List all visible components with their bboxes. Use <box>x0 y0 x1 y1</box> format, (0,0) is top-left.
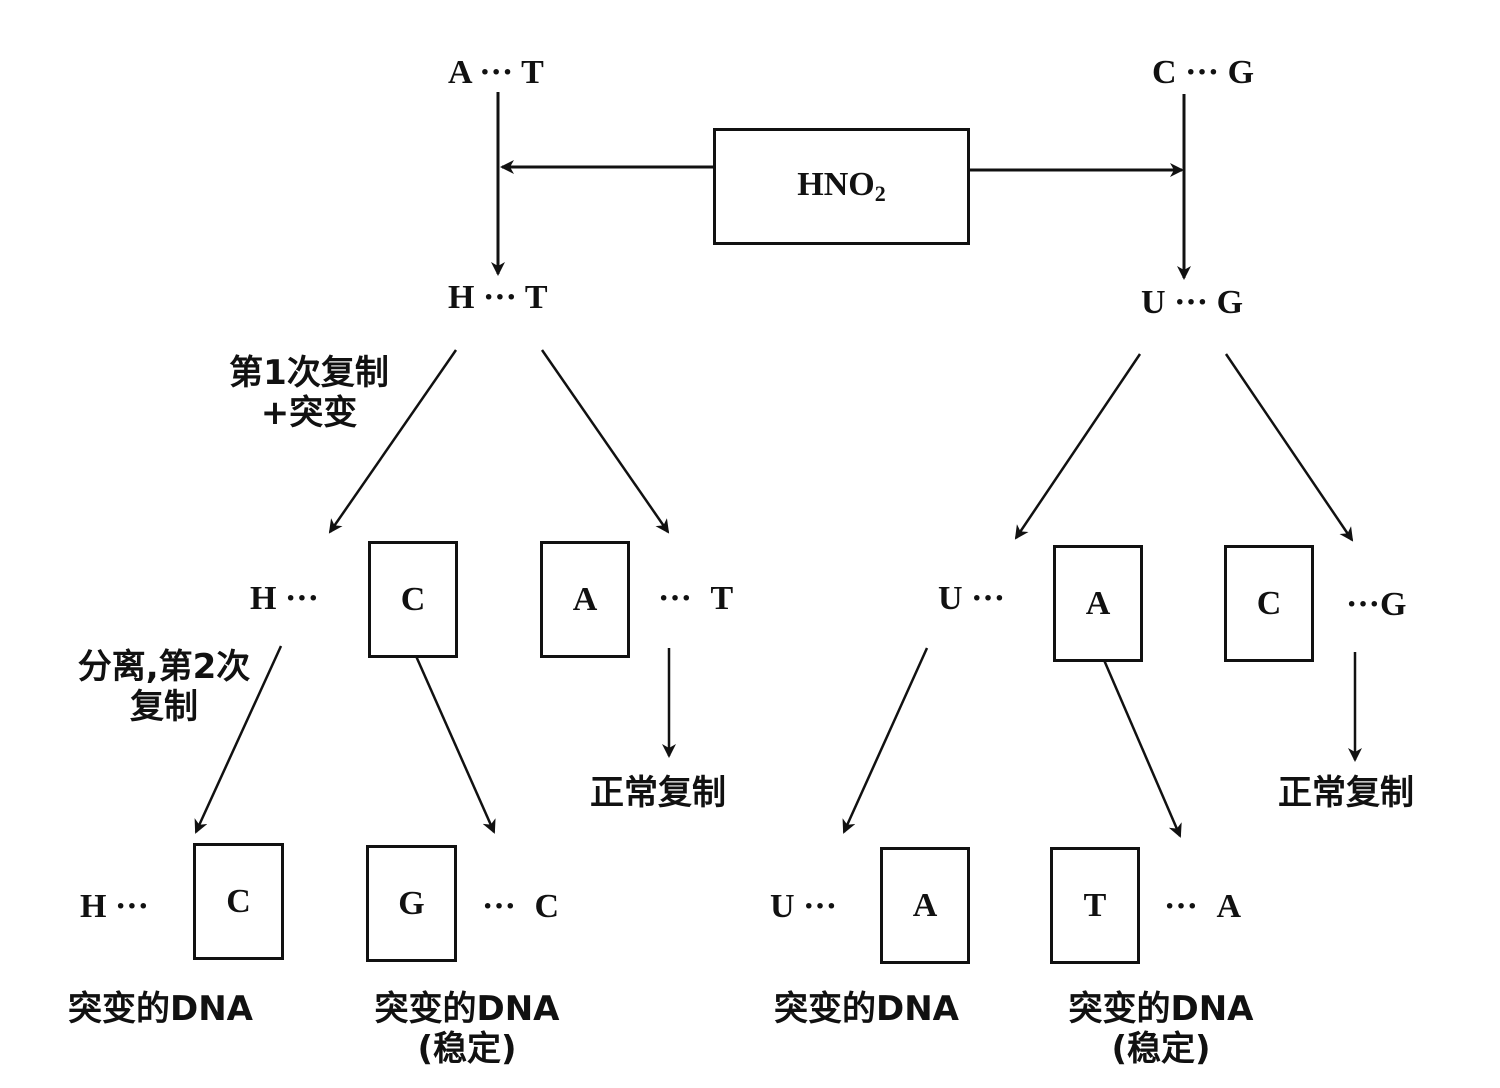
arrow-ht-to-hc <box>328 349 458 534</box>
normal-replication-label-right: 正常复制 <box>1278 773 1414 813</box>
base-h: H <box>448 279 475 316</box>
base-c: C <box>1152 54 1177 91</box>
gen1-right-normal-fixed: ···G <box>1346 588 1406 622</box>
hydrogen-bond-dots: ··· <box>1174 284 1209 321</box>
base-g: G <box>398 884 425 922</box>
arrow-ua-to-ua <box>842 647 929 834</box>
gen2-right1-fixed: U ··· <box>770 890 837 924</box>
annotation-line: 复制 <box>130 687 198 727</box>
hydrogen-bond-dots: ··· <box>114 888 149 925</box>
mutated-dna-label: 突变的DNA <box>1068 989 1254 1029</box>
base-t: T <box>1083 886 1107 924</box>
base-u: U <box>770 888 795 925</box>
normal-replication-label-left: 正常复制 <box>590 773 726 813</box>
annotation-line: 分离,第2次 <box>77 647 251 687</box>
mutated-dna-stable-label: 突变的DNA (稳定) <box>1056 992 1266 1066</box>
arrow-ua-to-ta <box>1102 659 1182 838</box>
hydrogen-bond-dots: ··· <box>1185 54 1220 91</box>
mutated-dna-label: 突变的DNA <box>68 989 253 1029</box>
hno2-label: HNO2 <box>797 166 886 206</box>
base-g: G <box>1216 284 1244 321</box>
base-c: C <box>534 888 560 925</box>
base-t: T <box>710 580 734 617</box>
gen2-left1-fixed: H ··· <box>80 890 149 924</box>
stable-note: (稳定) <box>417 1029 517 1069</box>
hydrogen-bond-dots: ··· <box>1346 586 1381 623</box>
base-pair-ug: U ··· G <box>1141 286 1243 320</box>
base-pair-cg: C ··· G <box>1152 56 1254 90</box>
base-u: U <box>1141 284 1166 321</box>
second-replication-annotation: 分离,第2次 复制 <box>66 650 262 724</box>
hydrogen-bond-dots: ··· <box>482 888 517 925</box>
arrow-ug-to-cg <box>1224 353 1354 542</box>
hno2-reagent-box: HNO2 <box>713 128 970 245</box>
hydrogen-bond-dots: ··· <box>971 580 1006 617</box>
gen2-right1-box: A <box>880 847 970 964</box>
gen2-right2-box: T <box>1050 847 1140 964</box>
gen2-left1-box: C <box>193 843 284 960</box>
base-a: A <box>1216 888 1242 925</box>
gen1-right-normal-box: C <box>1224 545 1314 662</box>
hydrogen-bond-dots: ··· <box>482 279 517 316</box>
arrow-ht-to-at <box>540 349 670 534</box>
mutated-dna-label: 突变的DNA <box>774 989 959 1029</box>
gen2-left2-fixed: ··· C <box>482 890 559 924</box>
gen1-right-mut-box: A <box>1053 545 1143 662</box>
base-u: U <box>938 580 963 617</box>
gen1-left-normal-box: A <box>540 541 630 658</box>
arrow-hc-to-hc <box>194 645 283 834</box>
base-g: G <box>1227 54 1255 91</box>
base-c: C <box>1256 584 1282 622</box>
mutated-dna-stable-label: 突变的DNA (稳定) <box>362 992 572 1066</box>
base-a: A <box>448 54 471 91</box>
base-c: C <box>226 882 251 920</box>
base-g: G <box>1380 586 1407 623</box>
gen2-left2-box: G <box>366 845 457 962</box>
gen2-right2-fixed: ··· A <box>1164 890 1241 924</box>
arrow-ug-to-ua <box>1014 353 1142 540</box>
gen1-left-mut-box: C <box>368 541 458 658</box>
gen1-right-mut-fixed: U ··· <box>938 582 1005 616</box>
base-a: A <box>1085 584 1111 622</box>
base-a: A <box>912 886 938 924</box>
hydrogen-bond-dots: ··· <box>1164 888 1199 925</box>
base-t: T <box>521 54 544 91</box>
stable-note: (稳定) <box>1111 1029 1211 1069</box>
hydrogen-bond-dots: ··· <box>284 580 319 617</box>
mutated-dna-label: 突变的DNA <box>374 989 560 1029</box>
arrow-hc-to-gc <box>414 655 496 834</box>
annotation-line: +突变 <box>260 393 358 433</box>
annotation-line: 第1次复制 <box>229 353 389 393</box>
hydrogen-bond-dots: ··· <box>479 54 514 91</box>
hydrogen-bond-dots: ··· <box>803 888 838 925</box>
base-h: H <box>250 580 277 617</box>
base-h: H <box>80 888 107 925</box>
gen1-left-normal-fixed: ··· T <box>658 582 733 616</box>
base-a: A <box>572 580 598 618</box>
base-c: C <box>400 580 426 618</box>
first-replication-annotation: 第1次复制 +突变 <box>214 356 404 430</box>
base-pair-ht: H ··· T <box>448 281 548 315</box>
gen1-left-mut-fixed: H ··· <box>250 582 319 616</box>
base-pair-at: A ··· T <box>448 56 544 90</box>
hydrogen-bond-dots: ··· <box>658 580 693 617</box>
base-t: T <box>524 279 548 316</box>
